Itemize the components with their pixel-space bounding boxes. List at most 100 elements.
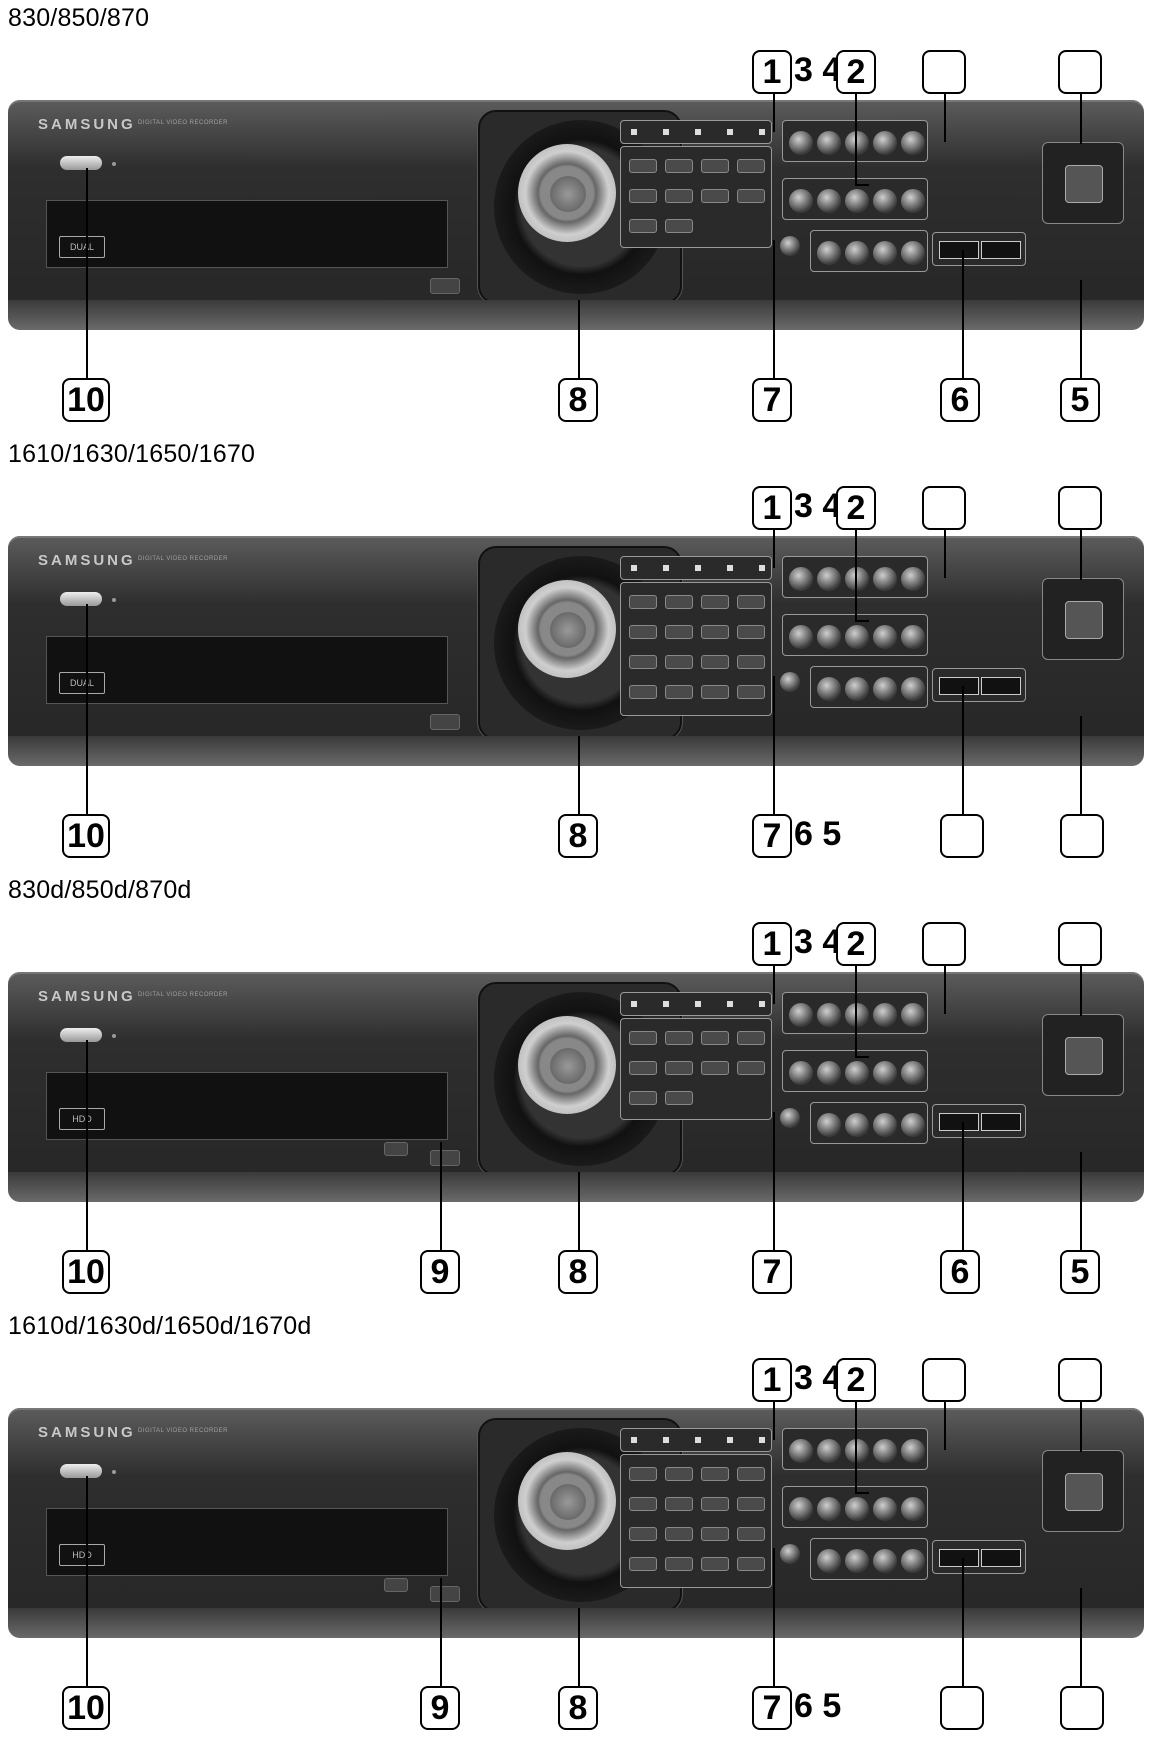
power-led bbox=[112, 1470, 116, 1474]
callout-bottom: 7 bbox=[752, 1686, 792, 1730]
round-button bbox=[817, 241, 841, 265]
round-button bbox=[789, 567, 813, 591]
disc-tray: HDD bbox=[46, 1508, 448, 1576]
channel-button bbox=[665, 219, 693, 233]
callout-line bbox=[773, 676, 775, 818]
menu-buttons bbox=[810, 1102, 928, 1144]
channel-button bbox=[737, 1467, 765, 1481]
status-led bbox=[631, 1437, 637, 1443]
channel-button bbox=[629, 159, 657, 173]
round-button bbox=[873, 1549, 897, 1573]
status-led bbox=[759, 1001, 765, 1007]
round-button bbox=[901, 625, 925, 649]
empty-callout bbox=[922, 1358, 966, 1402]
record-button bbox=[780, 672, 800, 692]
menu-buttons bbox=[810, 1538, 928, 1580]
channel-button bbox=[629, 1031, 657, 1045]
channel-button bbox=[737, 1061, 765, 1075]
round-button bbox=[873, 241, 897, 265]
round-button bbox=[789, 1497, 813, 1521]
channel-button bbox=[629, 1061, 657, 1075]
jog-center bbox=[550, 176, 586, 212]
round-button bbox=[817, 1439, 841, 1463]
power-button bbox=[60, 156, 102, 170]
round-button bbox=[901, 1061, 925, 1085]
round-button bbox=[845, 1549, 869, 1573]
model-title: 1610/1630/1650/1670 bbox=[8, 440, 256, 468]
enter-button bbox=[1065, 165, 1103, 203]
direction-pad bbox=[1042, 1014, 1124, 1096]
callout-line bbox=[944, 84, 946, 142]
round-button bbox=[873, 1003, 897, 1027]
round-button bbox=[817, 1113, 841, 1137]
callout-line bbox=[962, 686, 964, 818]
channel-keys bbox=[620, 582, 772, 716]
callout-line bbox=[855, 1392, 857, 1492]
channel-button bbox=[701, 1497, 729, 1511]
round-button bbox=[817, 677, 841, 701]
tray-logo: DUAL bbox=[59, 236, 105, 258]
callout-line bbox=[773, 520, 775, 568]
status-led bbox=[695, 565, 701, 571]
callout-line bbox=[855, 520, 857, 620]
callout-bottom: 9 bbox=[420, 1250, 460, 1294]
usb-panel bbox=[932, 668, 1026, 702]
callout-bottom: 9 bbox=[420, 1686, 460, 1730]
callout-top-left: 1 bbox=[752, 1358, 792, 1402]
brand-logo: SAMSUNG bbox=[38, 988, 136, 1005]
callout-line bbox=[440, 1142, 442, 1254]
channel-button bbox=[701, 1527, 729, 1541]
channel-keys bbox=[620, 1018, 772, 1120]
tray-logo: HDD bbox=[59, 1108, 105, 1130]
empty-callout bbox=[922, 486, 966, 530]
round-button bbox=[901, 677, 925, 701]
disc-tray: DUAL bbox=[46, 200, 448, 268]
callout-line bbox=[773, 956, 775, 1004]
callout-bottom: 8 bbox=[558, 1686, 598, 1730]
callout-top-right: 2 bbox=[836, 50, 876, 94]
round-button bbox=[873, 1061, 897, 1085]
power-led bbox=[112, 1034, 116, 1038]
channel-button bbox=[737, 595, 765, 609]
callout-line bbox=[773, 1392, 775, 1440]
round-button bbox=[789, 1003, 813, 1027]
channel-button bbox=[665, 1091, 693, 1105]
channel-keys bbox=[620, 1454, 772, 1588]
channel-button bbox=[665, 1557, 693, 1571]
status-led bbox=[695, 129, 701, 135]
direction-pad bbox=[1042, 142, 1124, 224]
round-button bbox=[817, 625, 841, 649]
callout-top-left: 1 bbox=[752, 50, 792, 94]
channel-button bbox=[629, 189, 657, 203]
status-led bbox=[663, 1437, 669, 1443]
channel-button bbox=[737, 1527, 765, 1541]
callout-bottom: 6 bbox=[940, 378, 980, 422]
tray-logo: DUAL bbox=[59, 672, 105, 694]
status-led bbox=[727, 1001, 733, 1007]
callout-line bbox=[1080, 716, 1082, 818]
round-button bbox=[789, 131, 813, 155]
round-button bbox=[901, 1003, 925, 1027]
status-led bbox=[663, 565, 669, 571]
channel-button bbox=[629, 1527, 657, 1541]
disc-tray: DUAL bbox=[46, 636, 448, 704]
channel-button bbox=[737, 189, 765, 203]
round-button bbox=[873, 1497, 897, 1521]
callout-line bbox=[578, 300, 580, 382]
power-button bbox=[60, 592, 102, 606]
round-button bbox=[845, 1439, 869, 1463]
jog-center bbox=[550, 612, 586, 648]
power-led bbox=[112, 162, 116, 166]
callout-line bbox=[1080, 1392, 1082, 1452]
channel-button bbox=[629, 219, 657, 233]
callout-line bbox=[578, 736, 580, 818]
callout-line bbox=[1080, 956, 1082, 1016]
callout-line bbox=[855, 1056, 869, 1058]
dvr-base bbox=[8, 300, 1144, 330]
